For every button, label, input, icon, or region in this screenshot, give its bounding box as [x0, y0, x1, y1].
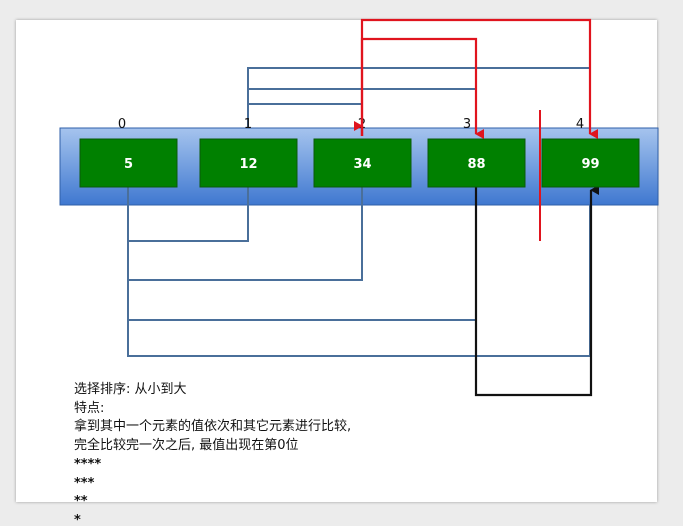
index-label-0: 0	[118, 117, 126, 132]
cell-value-0: 5	[124, 157, 133, 172]
explanation-notes: 选择排序: 从小到大 特点: 拿到其中一个元素的值依次和其它元素进行比较, 完全…	[74, 381, 634, 526]
index-label-1: 1	[244, 117, 252, 132]
stars-row-2: **	[74, 494, 88, 510]
stars-row-4: ****	[74, 456, 102, 472]
blue-link-0-to-3	[127, 187, 476, 321]
notes-feature-label: 特点:	[74, 400, 105, 416]
array-cell-4	[541, 138, 640, 188]
array-cell-2	[313, 138, 412, 188]
notes-line-2: 完全比较完一次之后, 最值出现在第0位	[74, 438, 299, 454]
cell-value-4: 99	[581, 157, 599, 172]
array-cell-1	[199, 138, 298, 188]
index-label-3: 3	[463, 117, 471, 132]
swap-arrows	[354, 18, 598, 241]
cell-value-1: 12	[239, 157, 257, 172]
blue-link-0-to-4	[127, 187, 591, 357]
cell-value-2: 34	[353, 157, 371, 172]
array-cells: 5 12 34 88 99	[79, 138, 640, 188]
index-label-4: 4	[576, 117, 584, 132]
array-cell-3	[427, 138, 526, 188]
blue-link-1-to-4	[247, 67, 591, 128]
blue-link-0-to-1	[127, 187, 249, 242]
notes-title: 选择排序: 从小到大	[74, 382, 187, 397]
stars-row-3: ***	[74, 475, 95, 491]
notes-line-1: 拿到其中一个元素的值依次和其它元素进行比较,	[74, 419, 352, 435]
cell-value-3: 88	[467, 157, 485, 172]
stars-row-1: *	[74, 512, 81, 526]
black-arrow-3-to-4	[474, 185, 599, 397]
red-arrow-2-to-3	[360, 37, 484, 139]
array-cell-0	[79, 138, 178, 188]
slide-page	[16, 20, 657, 502]
blue-link-1-to-2	[247, 103, 363, 128]
